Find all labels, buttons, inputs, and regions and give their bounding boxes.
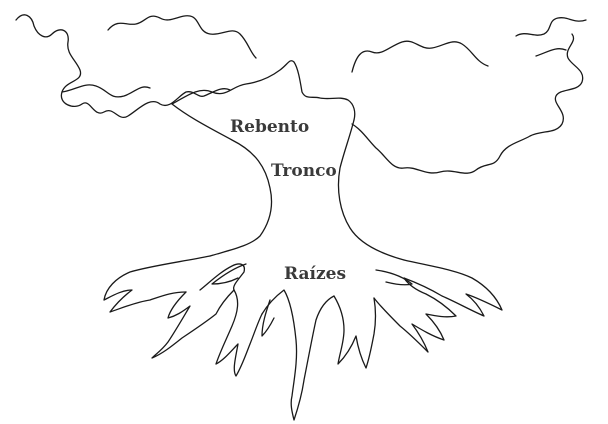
root-center [262, 290, 334, 420]
label-trunk: Tronco [271, 161, 337, 181]
root-right [374, 278, 456, 352]
label-shoot: Rebento [230, 117, 309, 137]
canopy-fold [62, 85, 150, 97]
root-right-inner [376, 270, 412, 285]
canopy-left-outline [16, 15, 230, 118]
label-roots: Raízes [284, 264, 346, 284]
trunk-right-side [338, 120, 404, 260]
canopy-right-outline [352, 41, 488, 72]
root-center-split [262, 300, 274, 336]
root-center-right [334, 296, 376, 368]
canopy-right-lower [352, 34, 583, 173]
canopy-right-fold [536, 49, 566, 56]
tree-crown [16, 15, 586, 173]
root-far-right [404, 260, 502, 316]
canopy-right-edge [516, 18, 586, 36]
canopy-left-top [108, 16, 256, 58]
root-far-left [104, 256, 210, 312]
shoot-outline [172, 61, 355, 120]
